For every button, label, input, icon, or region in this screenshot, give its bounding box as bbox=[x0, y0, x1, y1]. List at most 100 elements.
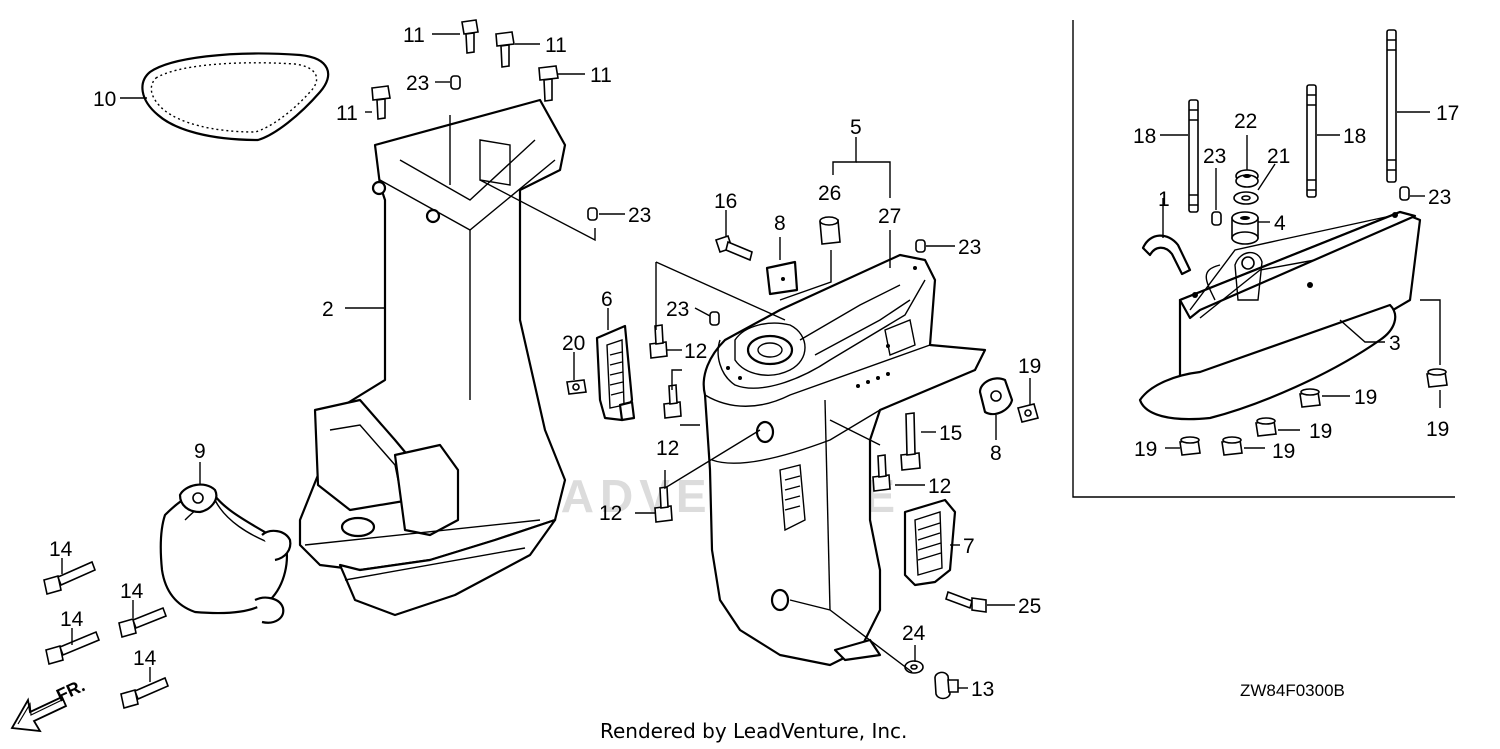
pin-23-a[interactable] bbox=[450, 75, 461, 90]
front-arrow-icon: FR. bbox=[10, 675, 88, 733]
bolt-12-d[interactable] bbox=[872, 454, 891, 492]
pin-23-b[interactable] bbox=[587, 207, 598, 221]
callout-12-c: 12 bbox=[599, 502, 622, 525]
bolt-14-d[interactable] bbox=[120, 676, 170, 710]
callout-8-b: 8 bbox=[990, 442, 1002, 465]
callout-19-a: 19 bbox=[1018, 355, 1041, 378]
callout-14-b: 14 bbox=[60, 608, 84, 631]
pin-23-d[interactable] bbox=[709, 311, 720, 326]
bolt-11-a[interactable] bbox=[461, 19, 479, 54]
bolt-12-b[interactable] bbox=[663, 384, 682, 419]
callout-19-d: 19 bbox=[1309, 420, 1332, 443]
bolt-14-c[interactable] bbox=[118, 606, 168, 639]
callout-13: 13 bbox=[971, 678, 994, 701]
part-3-oil-case[interactable] bbox=[1138, 210, 1422, 421]
callout-7: 7 bbox=[963, 535, 975, 558]
callout-23-c: 23 bbox=[958, 236, 981, 259]
part-6-grille[interactable] bbox=[595, 324, 636, 422]
callout-23-e: 23 bbox=[1203, 145, 1226, 168]
bushing-4[interactable] bbox=[1231, 211, 1259, 245]
nut-19-a[interactable] bbox=[1017, 403, 1039, 423]
nut-22[interactable] bbox=[1235, 169, 1259, 188]
bolt-14-a[interactable] bbox=[43, 560, 97, 596]
part-7-grille[interactable] bbox=[903, 498, 957, 587]
bolt-16[interactable] bbox=[714, 234, 753, 262]
leader-lines bbox=[61, 33, 1441, 689]
callout-8-a: 8 bbox=[774, 212, 786, 235]
part-2-extension-case[interactable] bbox=[298, 98, 567, 617]
callout-18-a: 18 bbox=[1133, 125, 1156, 148]
washer-24[interactable] bbox=[904, 660, 924, 674]
render-credit: Rendered by LeadVenture, Inc. bbox=[600, 719, 907, 743]
nut-19-c[interactable] bbox=[1255, 417, 1277, 437]
callout-14-c: 14 bbox=[120, 580, 144, 603]
callout-23-a: 23 bbox=[406, 72, 429, 95]
inset-frame bbox=[1072, 20, 1455, 498]
callout-11-d: 11 bbox=[336, 102, 358, 125]
callout-11-a: 11 bbox=[403, 24, 425, 47]
callout-21: 21 bbox=[1267, 145, 1290, 168]
callout-1: 1 bbox=[1158, 188, 1170, 211]
callout-4: 4 bbox=[1274, 212, 1286, 235]
washer-21[interactable] bbox=[1233, 191, 1259, 205]
part-8-pad-lower[interactable] bbox=[978, 377, 1014, 416]
callout-3: 3 bbox=[1389, 332, 1401, 355]
nut-19-e[interactable] bbox=[1221, 436, 1243, 456]
callout-15: 15 bbox=[939, 422, 962, 445]
bolt-11-c[interactable] bbox=[538, 65, 559, 102]
nut-19-b[interactable] bbox=[1299, 388, 1321, 408]
stud-17[interactable] bbox=[1386, 29, 1397, 183]
callout-23-d: 23 bbox=[666, 298, 689, 321]
collar-26[interactable] bbox=[819, 216, 841, 245]
callout-11-c: 11 bbox=[590, 64, 612, 87]
callout-27: 27 bbox=[878, 205, 901, 228]
callout-12-a: 12 bbox=[684, 340, 707, 363]
part-10-seal[interactable] bbox=[141, 52, 330, 142]
callout-2: 2 bbox=[322, 298, 334, 321]
callout-25: 25 bbox=[1018, 595, 1041, 618]
part-5-gear-case[interactable] bbox=[702, 253, 987, 667]
part-8-pad-upper[interactable] bbox=[765, 260, 799, 296]
callout-6: 6 bbox=[601, 288, 613, 311]
bolt-15[interactable] bbox=[900, 412, 921, 471]
bolt-14-b[interactable] bbox=[45, 630, 101, 666]
bolt-11-b[interactable] bbox=[495, 31, 515, 68]
callout-19-f: 19 bbox=[1272, 440, 1295, 463]
part-9-cover[interactable] bbox=[159, 483, 292, 624]
callout-23-b: 23 bbox=[628, 204, 651, 227]
callout-16: 16 bbox=[714, 190, 737, 213]
callout-18-b: 18 bbox=[1343, 125, 1366, 148]
callout-labels: 10 11 11 11 11 23 23 2 5 26 27 23 8 16 2… bbox=[49, 24, 1459, 701]
nut-19-f[interactable] bbox=[1426, 368, 1448, 388]
callout-19-c: 19 bbox=[1354, 386, 1377, 409]
callout-11-b: 11 bbox=[545, 34, 567, 57]
callout-12-b: 12 bbox=[656, 437, 679, 460]
part-1-hook[interactable] bbox=[1141, 234, 1192, 276]
pin-23-e[interactable] bbox=[1211, 211, 1222, 226]
diagram-code: ZW84F0300B bbox=[1240, 681, 1345, 700]
bolt-11-d[interactable] bbox=[371, 85, 391, 120]
plug-13[interactable] bbox=[934, 671, 959, 700]
fasteners bbox=[43, 19, 1448, 710]
callout-23-f: 23 bbox=[1428, 186, 1451, 209]
nut-20[interactable] bbox=[566, 379, 587, 395]
stud-18-a[interactable] bbox=[1188, 99, 1199, 213]
callout-19-b: 19 bbox=[1426, 418, 1449, 441]
callout-22: 22 bbox=[1234, 110, 1257, 133]
bolt-12-a[interactable] bbox=[649, 324, 668, 359]
callout-12-d: 12 bbox=[928, 475, 951, 498]
pin-23-f[interactable] bbox=[1399, 186, 1410, 201]
callout-14-a: 14 bbox=[49, 538, 73, 561]
callout-10: 10 bbox=[93, 88, 116, 111]
nut-19-d[interactable] bbox=[1179, 436, 1201, 456]
callout-20: 20 bbox=[562, 332, 585, 355]
callout-19-e: 19 bbox=[1134, 438, 1157, 461]
callout-26: 26 bbox=[818, 182, 841, 205]
stud-18-b[interactable] bbox=[1306, 84, 1317, 198]
callout-14-d: 14 bbox=[133, 647, 157, 670]
callout-5: 5 bbox=[850, 116, 862, 139]
pin-23-c[interactable] bbox=[915, 239, 926, 253]
callout-24: 24 bbox=[902, 622, 926, 645]
bolt-25[interactable] bbox=[945, 590, 987, 613]
